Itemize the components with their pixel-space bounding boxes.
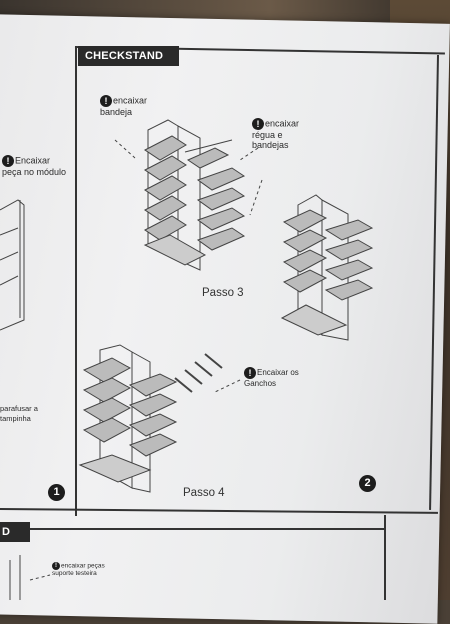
panel-2-badge: 2 (359, 475, 376, 492)
tray-note: !encaixar bandeja (100, 95, 156, 117)
step-4-label: Passo 4 (183, 487, 225, 499)
panel-bottom-frame (0, 528, 384, 530)
left-panel-note: !Encaixar peça no módulo (2, 155, 72, 177)
step-3-label: Passo 3 (202, 287, 244, 299)
left-panel-bottom-note: parafusar a tampinha (0, 404, 38, 423)
step3-finished-rack-drawing (280, 194, 374, 341)
tray-note-text: encaixar bandeja (100, 95, 148, 117)
step4-rack-drawing (78, 344, 178, 493)
bottom-panel-note-text: encaixar peças suporte testeira (52, 562, 105, 577)
rule-note: !encaixar régua e bandejas (252, 118, 314, 150)
bottom-panel-note: !encaixar peças suporte testeira (52, 562, 112, 577)
warning-icon: ! (100, 95, 112, 107)
assembly-illustrations (0, 119, 374, 600)
section-header: CHECKSTAND (78, 46, 179, 66)
left-panel-note-text: Encaixar peça no módulo (2, 155, 67, 177)
step3-rack-drawing (143, 119, 246, 271)
warning-icon: ! (2, 155, 14, 167)
warning-icon: ! (244, 367, 256, 379)
warning-icon: ! (52, 562, 60, 570)
bottom-part-drawing (9, 555, 21, 600)
left-panel-unit-drawing (0, 199, 25, 331)
hooks-drawing (174, 353, 223, 393)
panel-bottom-divider (384, 515, 386, 600)
rule-note-text: encaixar régua e bandejas (252, 118, 300, 150)
hooks-note-text: Encaixar os Ganchos (244, 368, 299, 388)
arrows (29, 139, 263, 581)
panel-divider-vertical (75, 46, 77, 516)
next-section-header: D (0, 522, 30, 542)
panel-1-badge: 1 (48, 484, 65, 501)
warning-icon: ! (252, 118, 264, 130)
hooks-note: !Encaixar os Ganchos (244, 367, 304, 389)
